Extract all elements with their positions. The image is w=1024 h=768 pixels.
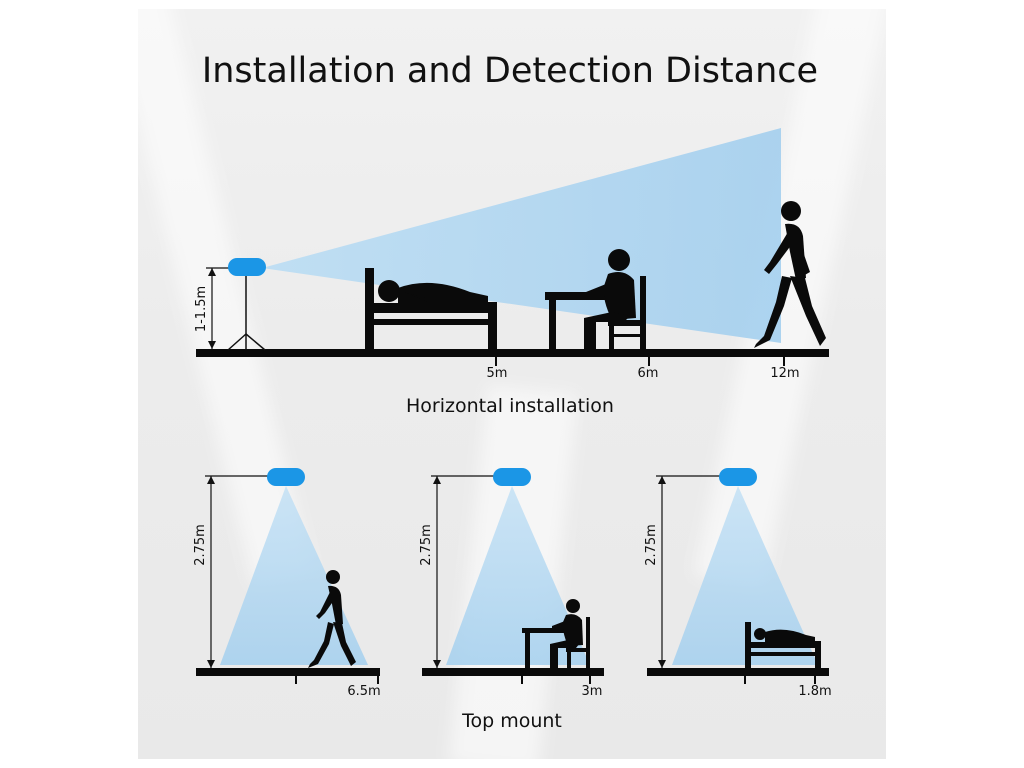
bed-icon-3 [745, 622, 821, 668]
top-mount-height-label-1: 2.75m [193, 524, 208, 566]
top-mount-height-label-3: 2.75m [644, 524, 659, 566]
top-mount-panel-sleeping: 2.75m 1.8m [644, 468, 832, 699]
sleeping-person-icon [378, 280, 488, 303]
horizontal-floor-line [196, 349, 829, 357]
horizontal-distance-6m: 6m [638, 366, 659, 381]
chair-icon-2 [566, 617, 590, 668]
top-mount-floor-line-1 [196, 668, 380, 676]
top-mount-distance-label-1: 6.5m [347, 684, 380, 699]
top-mount-distance-label-3: 1.8m [798, 684, 831, 699]
page-title: Installation and Detection Distance [202, 51, 818, 91]
horizontal-height-label: 1-1.5m [194, 286, 209, 332]
top-mount-height-label-2: 2.75m [419, 524, 434, 566]
horizontal-detection-zone [262, 128, 781, 343]
top-mount-height-dimension-2: 2.75m [419, 475, 494, 668]
horizontal-distance-12m: 12m [770, 366, 799, 381]
seated-person-icon-2 [550, 599, 583, 668]
desk-icon-2 [522, 628, 564, 668]
sleeping-person-icon-3 [754, 628, 815, 642]
horizontal-height-dimension: 1-1.5m [194, 267, 242, 349]
top-mount-panel-seated: 2.75m 3m [419, 468, 604, 699]
bed-icon [365, 268, 497, 350]
tripod-stand-icon [227, 276, 266, 351]
top-mount-distance-label-2: 3m [582, 684, 603, 699]
walking-person-icon-1 [308, 570, 356, 668]
top-mount-height-dimension-1: 2.75m [193, 475, 268, 668]
walking-person-icon [754, 201, 826, 348]
horizontal-caption: Horizontal installation [406, 395, 614, 417]
top-mount-floor-line-3 [647, 668, 829, 676]
radar-sensor-icon-3 [719, 468, 757, 486]
desk-icon [545, 292, 607, 350]
radar-sensor-icon-1 [267, 468, 305, 486]
chair-icon [608, 276, 646, 350]
horizontal-installation-scene: 1-1.5m [194, 128, 829, 417]
seated-person-icon [584, 249, 636, 350]
radar-sensor-icon [228, 258, 266, 276]
horizontal-distance-5m: 5m [487, 366, 508, 381]
radar-sensor-icon-2 [493, 468, 531, 486]
top-mount-detection-zone-3 [672, 486, 818, 665]
top-mount-panel-walking: 2.75m 6.5m [193, 468, 381, 699]
top-mount-detection-zone-1 [220, 486, 368, 665]
top-mount-floor-line-2 [422, 668, 604, 676]
top-mount-height-dimension-3: 2.75m [644, 475, 720, 668]
top-mount-detection-zone-2 [446, 486, 590, 665]
top-mount-caption: Top mount [461, 710, 562, 732]
